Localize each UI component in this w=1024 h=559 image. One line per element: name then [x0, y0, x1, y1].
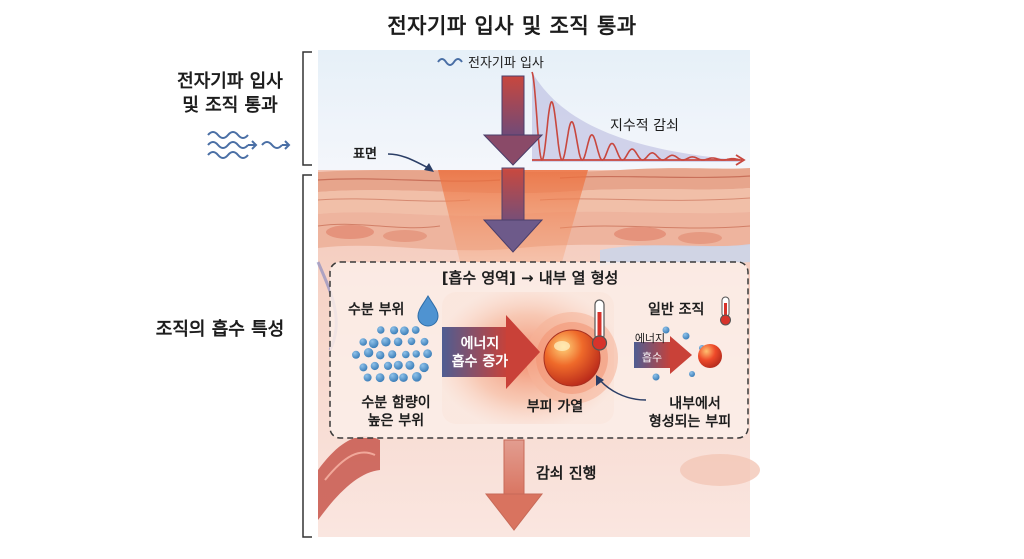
water-molecule-13: [388, 350, 397, 359]
water-molecule-17: [359, 363, 368, 372]
section-label-incidence: 전자기파 입사 및 조직 통과: [150, 70, 310, 118]
water-molecule-22: [419, 362, 429, 373]
label-internal-2: 형성되는 부피: [649, 413, 731, 430]
deep-tissue-details: [318, 436, 760, 520]
section-label-incidence-line1: 전자기파 입사: [177, 71, 283, 92]
bracket-absorption: [302, 174, 312, 538]
water-molecule-24: [375, 373, 385, 383]
water-molecule-20: [393, 360, 403, 370]
section-label-incidence-line2: 및 조직 통과: [182, 95, 278, 116]
label-small-energy-2: 흡수: [642, 350, 662, 364]
bracket-incidence: [302, 51, 312, 166]
absorption-box-title: [흡수 영역] → 내부 열 형성: [442, 269, 619, 287]
incident-arrow: [482, 75, 544, 253]
water-molecule-21: [405, 360, 415, 370]
water-molecule-3: [411, 326, 420, 334]
water-molecule-11: [363, 348, 374, 358]
water-molecule-8: [407, 337, 416, 346]
water-molecule-10: [352, 350, 360, 359]
incident-wave-icon: [437, 58, 463, 66]
air-region: [318, 50, 750, 170]
diagram-title: 전자기파 입사 및 조직 통과: [387, 14, 637, 38]
water-molecule-2: [400, 326, 409, 336]
water-molecule-7: [393, 337, 403, 347]
water-molecule-25: [389, 372, 399, 382]
label-high-water-2: 높은 부위: [368, 413, 424, 429]
water-molecule-23: [363, 373, 372, 382]
water-molecule-15: [412, 350, 420, 358]
decay-wave: [531, 71, 746, 166]
small-thermometer-icon: [720, 296, 731, 326]
small-energy-arrow: [634, 336, 692, 374]
water-molecule-16: [423, 349, 432, 359]
water-molecule-9: [420, 337, 429, 346]
label-small-energy-1: 에너지: [635, 332, 665, 345]
label-decay-progress: 감쇠 진행: [536, 464, 596, 482]
internal-pointer-head: [596, 375, 604, 386]
decay-progress-arrow: [484, 439, 544, 531]
label-water-area: 수분 부위: [348, 302, 404, 318]
label-surface: 표면: [353, 146, 377, 162]
thermometer-icon: [591, 299, 608, 351]
water-molecule-0: [377, 326, 385, 334]
water-molecule-18: [370, 361, 379, 371]
label-energy-2: 흡수 증가: [452, 353, 509, 370]
section-label-absorption: 조직의 흡수 특성: [155, 319, 285, 340]
water-molecule-6: [381, 337, 391, 347]
label-energy-1: 에너지: [461, 336, 500, 352]
water-molecule-19: [383, 361, 393, 370]
water-molecule-12: [376, 351, 385, 360]
heated-volume-ball: [543, 329, 601, 387]
label-exp-decay: 지수적 감쇠: [610, 118, 679, 134]
energy-absorb-arrow: [442, 315, 540, 389]
label-local-heat: 부피 가열: [527, 398, 583, 415]
label-high-water-1: 수분 함량이: [361, 394, 430, 411]
label-normal-tissue: 일반 조직: [648, 301, 704, 318]
surface-pointer-head: [424, 163, 434, 172]
water-molecule-26: [399, 373, 408, 382]
water-droplet-icon: [417, 295, 439, 327]
label-internal-1: 내부에서: [669, 396, 721, 412]
water-molecule-27: [412, 372, 422, 382]
water-molecule-14: [402, 350, 410, 359]
water-molecule-cluster: [352, 326, 432, 383]
label-incident: 전자기파 입사: [468, 56, 544, 71]
wave-icon: [207, 131, 291, 159]
water-molecule-5: [368, 338, 379, 349]
small-heated-ball: [698, 344, 722, 368]
water-molecule-1: [390, 326, 399, 335]
water-molecule-4: [359, 338, 368, 346]
